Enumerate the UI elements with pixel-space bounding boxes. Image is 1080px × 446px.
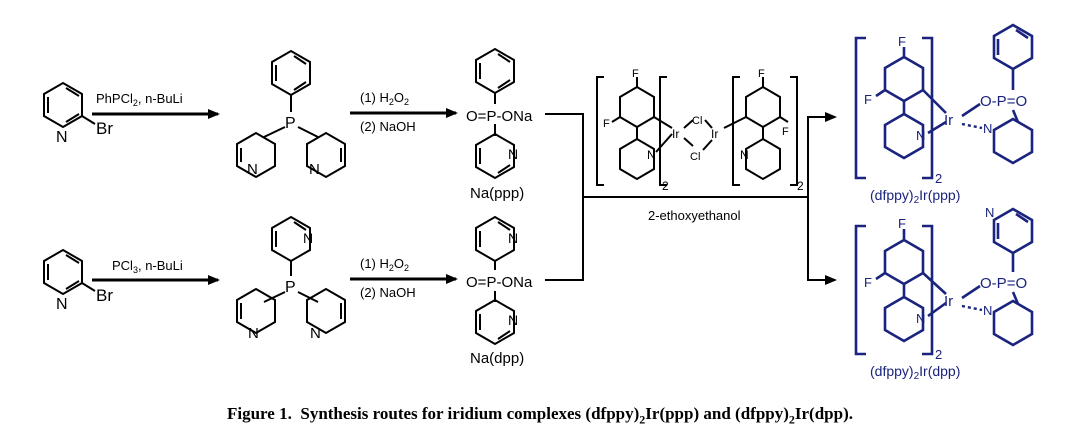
fluorine-label: F [864, 275, 872, 290]
iridium-label: Ir [711, 127, 718, 141]
nitrogen-label: N [508, 312, 518, 328]
chloride-label: Cl [690, 151, 700, 163]
reagent-base-bottom: (2) NaOH [360, 285, 416, 300]
nitrogen-label: N [248, 325, 259, 342]
sodium-dpp: N O=P-ONa N Na(dpp) [466, 215, 533, 367]
nitrogen-label: N [983, 121, 992, 136]
synthesis-scheme: N Br PhPCl2, n-BuLi P N N (1) H2O2 (2) N… [43, 23, 1034, 382]
phosphorus-label: P [285, 279, 296, 296]
bromine-label: Br [96, 119, 113, 138]
nitrogen-label: N [247, 161, 258, 178]
iridium-label: Ir [944, 293, 953, 310]
fluorine-label: F [603, 118, 610, 130]
fluorine-label: F [898, 34, 906, 49]
reagent-route2: PCl3, n-BuLi [112, 258, 183, 275]
bromine-label: Br [96, 286, 113, 305]
nitrogen-label: N [916, 128, 925, 143]
merge-connector: 2-ethoxyethanol [545, 112, 837, 285]
phosphorus-label: P [285, 115, 296, 132]
nitrogen-label: N [508, 230, 518, 246]
caption-text-mid: Ir(ppp) and (dfppy) [645, 404, 789, 423]
figure-caption: Figure 1. Synthesis routes for iridium c… [0, 404, 1080, 427]
nitrogen-label: N [56, 296, 68, 313]
bromopyridine-top: N Br [43, 81, 113, 146]
chloride-label: Cl [692, 115, 702, 127]
nitrogen-label: N [916, 311, 925, 326]
iridium-label: Ir [944, 112, 953, 129]
nitrogen-label: N [647, 148, 656, 162]
product-subscript: 2 [935, 171, 942, 186]
na-dpp-label: Na(dpp) [470, 350, 524, 367]
arrow-route2-step1: PCl3, n-BuLi [92, 258, 220, 285]
nitrogen-label: N [303, 230, 313, 246]
product-subscript: 2 [935, 347, 942, 362]
phenyl-dipyridyl-phosphine: P N N [236, 49, 346, 179]
nitrogen-label: N [740, 148, 749, 162]
bromopyridine-bottom: N Br [43, 248, 113, 313]
fluorine-label: F [632, 68, 639, 80]
reagent-oxidation-top: (1) H2O2 [360, 90, 409, 107]
fluorine-label: F [864, 92, 872, 107]
caption-text: Synthesis routes for iridium complexes (… [300, 404, 640, 423]
phosphinate-label-top: O=P-ONa [466, 108, 533, 125]
reagent-oxidation-bottom: (1) H2O2 [360, 256, 409, 273]
product-ppp-label: (dfppy)2Ir(ppp) [870, 187, 960, 206]
arrow-route1-step1: PhPCl2, n-BuLi [92, 91, 220, 119]
product-dpp-label: (dfppy)2Ir(dpp) [870, 363, 960, 382]
arrow-route2-step2: (1) H2O2 (2) NaOH [350, 256, 458, 300]
nitrogen-label: N [508, 146, 518, 162]
nitrogen-label: N [983, 303, 992, 318]
phosphinate-chain-top: O-P=O [980, 93, 1027, 110]
caption-subscript: 2 [788, 412, 795, 427]
product-dpp: 2 F F N Ir O-P=O N N (dfppy)2Ir(dpp) [854, 205, 1034, 382]
tripyridyl-phosphine: N P N N [236, 215, 346, 342]
phosphinate-label-bottom: O=P-ONa [466, 274, 533, 291]
fluorine-label: F [758, 68, 765, 80]
dimer-subscript: 2 [797, 179, 804, 193]
nitrogen-label: N [985, 205, 994, 220]
product-ppp: 2 F F N Ir O-P=O N (dfppy)2Ir(ppp) [854, 23, 1034, 206]
caption-text-tail: Ir(dpp). [794, 404, 853, 423]
fluorine-label: F [898, 216, 906, 231]
sodium-ppp: O=P-ONa N Na(ppp) [466, 47, 533, 202]
arrow-route1-step2: (1) H2O2 (2) NaOH [350, 90, 458, 134]
phosphinate-chain-bottom: O-P=O [980, 275, 1027, 292]
solvent-label: 2-ethoxyethanol [648, 208, 741, 223]
iridium-label: Ir [672, 127, 679, 141]
caption-subscript: 2 [639, 412, 646, 427]
dimer-subscript: 2 [662, 179, 669, 193]
nitrogen-label: N [309, 161, 320, 178]
reagent-base-top: (2) NaOH [360, 119, 416, 134]
fluorine-label: F [782, 126, 789, 138]
iridium-dimer: 2 2 F F N Ir Cl Cl Ir F F N [596, 68, 804, 193]
caption-prefix: Figure 1. [227, 404, 292, 423]
reagent-route1: PhPCl2, n-BuLi [96, 91, 183, 108]
na-ppp-label: Na(ppp) [470, 185, 524, 202]
nitrogen-label: N [56, 129, 68, 146]
nitrogen-label: N [310, 325, 321, 342]
